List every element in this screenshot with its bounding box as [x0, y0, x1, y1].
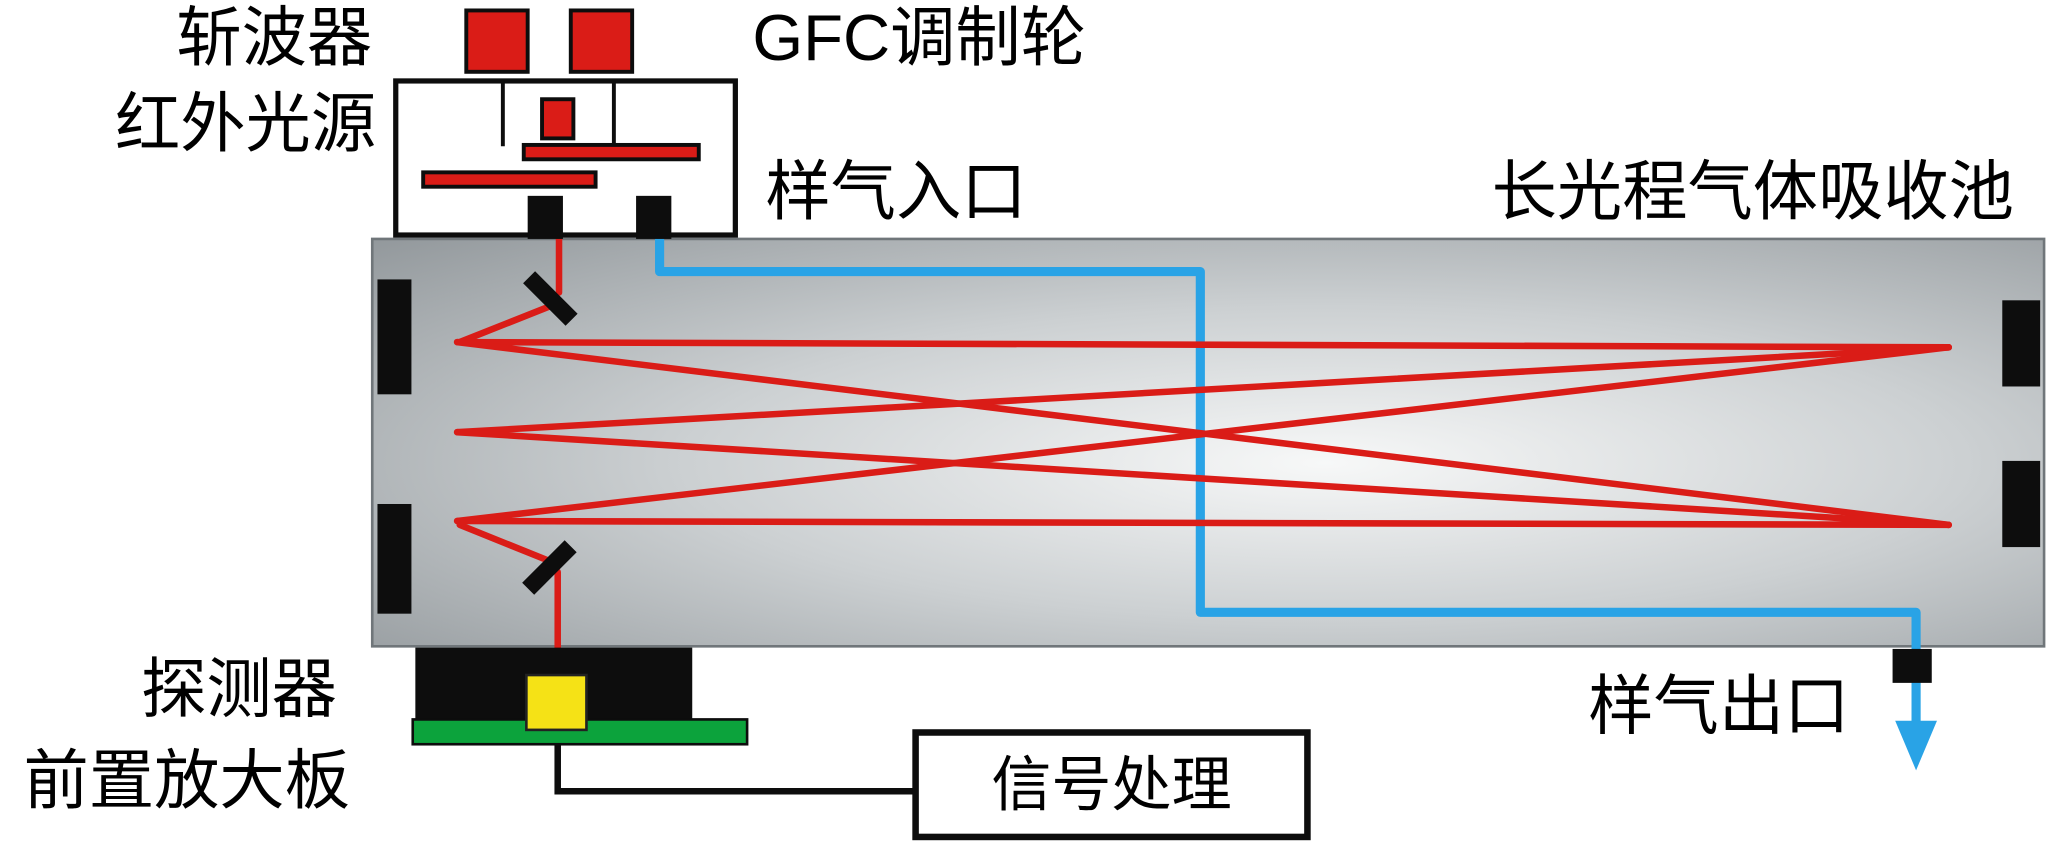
- gas-outlet-port: [1892, 648, 1932, 683]
- detector-element: [525, 673, 588, 732]
- label-preamp-board: 前置放大板: [24, 744, 350, 817]
- gfc-wheel: [568, 8, 635, 74]
- ir-beam: [456, 303, 552, 346]
- label-gfc-wheel: GFC调制轮: [752, 1, 1086, 74]
- right-mirror-bottom: [2002, 460, 2041, 548]
- label-gas-outlet: 样气出口: [1588, 670, 1849, 743]
- gfc-filter-disc: [421, 170, 598, 189]
- ir-source-element: [540, 97, 576, 141]
- gas-outlet-arrow: [1895, 720, 1937, 771]
- fold-mirror-top: [523, 271, 578, 326]
- fold-mirror-bottom: [522, 540, 577, 595]
- signal-processing-box: [912, 729, 1311, 841]
- ir-beam: [453, 517, 1952, 529]
- ir-beam: [453, 344, 1952, 436]
- label-detector: 探测器: [141, 653, 337, 726]
- label-chopper: 斩波器: [176, 1, 372, 74]
- ir-beam: [453, 344, 1952, 525]
- label-ir-source: 红外光源: [115, 87, 376, 160]
- chopper-wheel: [464, 8, 530, 74]
- label-gas-inlet: 样气入口: [765, 155, 1026, 228]
- chopper-disc: [521, 142, 701, 162]
- signal-processing-label: 信号处理: [991, 752, 1231, 819]
- signal-wire: [554, 744, 916, 795]
- housing-foot-left: [527, 195, 563, 239]
- ir-beam: [453, 338, 1952, 351]
- ir-beam-paths: [453, 150, 1952, 688]
- left-mirror-bottom: [377, 503, 412, 614]
- ir-beam: [453, 428, 1952, 529]
- label-long-path-cell: 长光程气体吸收池: [1492, 155, 2014, 228]
- right-mirror-top: [2002, 300, 2041, 387]
- ir-beam: [456, 521, 558, 567]
- sample-gas-path: [655, 185, 1921, 726]
- left-mirror-top: [377, 279, 412, 395]
- housing-foot-right: [636, 195, 672, 239]
